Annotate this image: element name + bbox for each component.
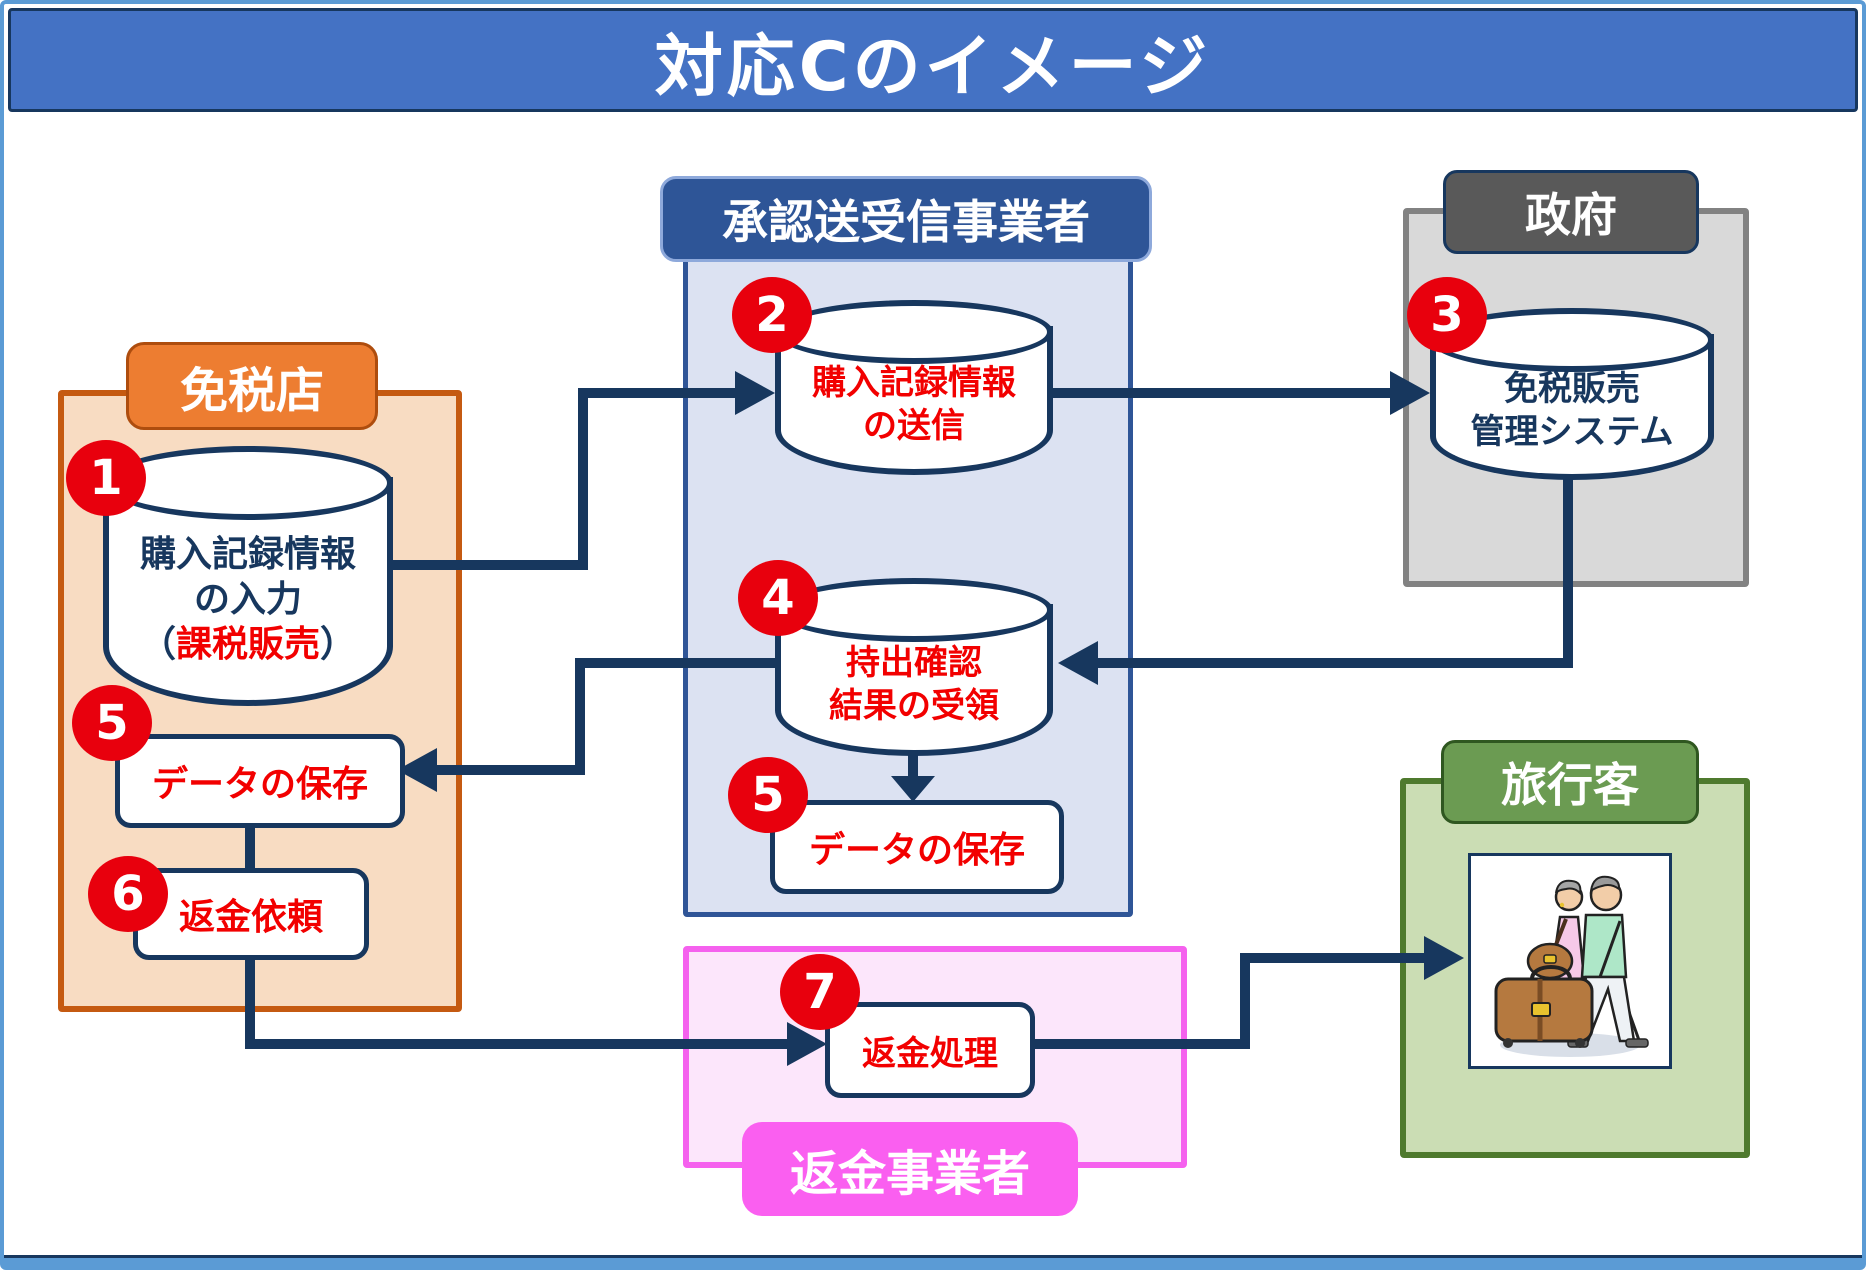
arrow-receive-to-save-seg2 [575,658,585,775]
node-purchase-send-cylinder: 購入記録情報 の送信 [775,300,1053,475]
data-save-shop-label: データの保存 [151,764,368,805]
arrow-system-to-receive-seg1 [1563,478,1573,668]
purchase-input-line2: の入力 [193,579,302,620]
node-purchase-input-cylinder: 購入記録情報 の入力 （課税販売） [103,446,393,706]
arrow-process-to-traveler-head [1424,936,1464,980]
step-badge-1: 1 [66,440,146,516]
step-badge-3: 3 [1407,277,1487,353]
arrow-input-to-send-seg2 [578,388,588,570]
step-badge-5-shop: 5 [72,685,152,761]
connector-save-to-request [245,814,255,872]
arrow-system-to-receive-head [1058,641,1098,685]
refund-request-label: 返金依頼 [178,897,323,938]
arrow-receive-to-carrier-save-seg [908,748,918,782]
node-dutyfree-system-cylinder: 免税販売 管理システム [1430,308,1714,480]
node-data-save-carrier: データの保存 [770,800,1064,894]
label-dutyfree-shop: 免税店 [126,342,378,430]
arrow-system-to-receive-seg2 [1096,658,1573,668]
arrow-send-to-system-head [1390,371,1430,415]
carryout-receive-line2: 結果の受領 [829,685,999,726]
carryout-receive-line1: 持出確認 [846,643,982,683]
node-refund-process: 返金処理 [825,1002,1035,1098]
refund-process-label: 返金処理 [862,1033,998,1074]
arrow-input-to-send-seg1 [390,560,588,570]
dutyfree-system-line2: 管理システム [1470,411,1674,452]
purchase-input-line1: 購入記録情報 [139,534,356,575]
traveler-image-frame [1468,853,1672,1069]
arrow-request-to-process-seg1 [245,946,255,1049]
step-badge-4: 4 [738,560,818,636]
arrow-input-to-send-head [735,371,775,415]
arrow-send-to-system-seg [1052,388,1394,398]
dutyfree-system-line1: 免税販売 [1504,369,1640,409]
arrow-receive-to-carrier-save-head [891,776,935,802]
page-title: 対応Cのイメージ [654,27,1212,107]
label-refund-operator: 返金事業者 [742,1122,1078,1216]
step-badge-2: 2 [732,277,812,353]
step-badge-5-carrier: 5 [728,757,808,833]
arrow-process-to-traveler-seg3 [1240,953,1428,963]
purchase-input-line3: （課税販売） [139,624,357,665]
purchase-send-line1: 購入記録情報 [812,363,1016,403]
step-badge-6: 6 [88,856,168,932]
label-traveler: 旅行客 [1441,740,1699,824]
data-save-carrier-label: データの保存 [808,830,1025,871]
title-bar: 対応Cのイメージ [8,8,1858,112]
arrow-process-to-traveler-seg2 [1240,953,1250,1049]
node-carryout-receive-cylinder: 持出確認 結果の受領 [775,578,1053,756]
node-data-save-shop: データの保存 [115,734,405,828]
arrow-request-to-process-seg2 [245,1039,790,1049]
arrow-input-to-send-seg3 [578,388,738,398]
step-badge-7: 7 [780,954,860,1030]
bottom-frame-line [4,1255,1862,1258]
node-refund-request: 返金依頼 [133,868,369,960]
purchase-send-line2: の送信 [863,405,965,446]
arrow-receive-to-save-seg3 [435,765,585,775]
arrow-receive-to-save-seg1 [575,658,775,668]
travelers-clipart [1494,875,1649,1057]
arrow-process-to-traveler-seg1 [1023,1039,1250,1049]
label-approved-carrier: 承認送受信事業者 [660,176,1152,262]
label-government: 政府 [1443,170,1699,254]
